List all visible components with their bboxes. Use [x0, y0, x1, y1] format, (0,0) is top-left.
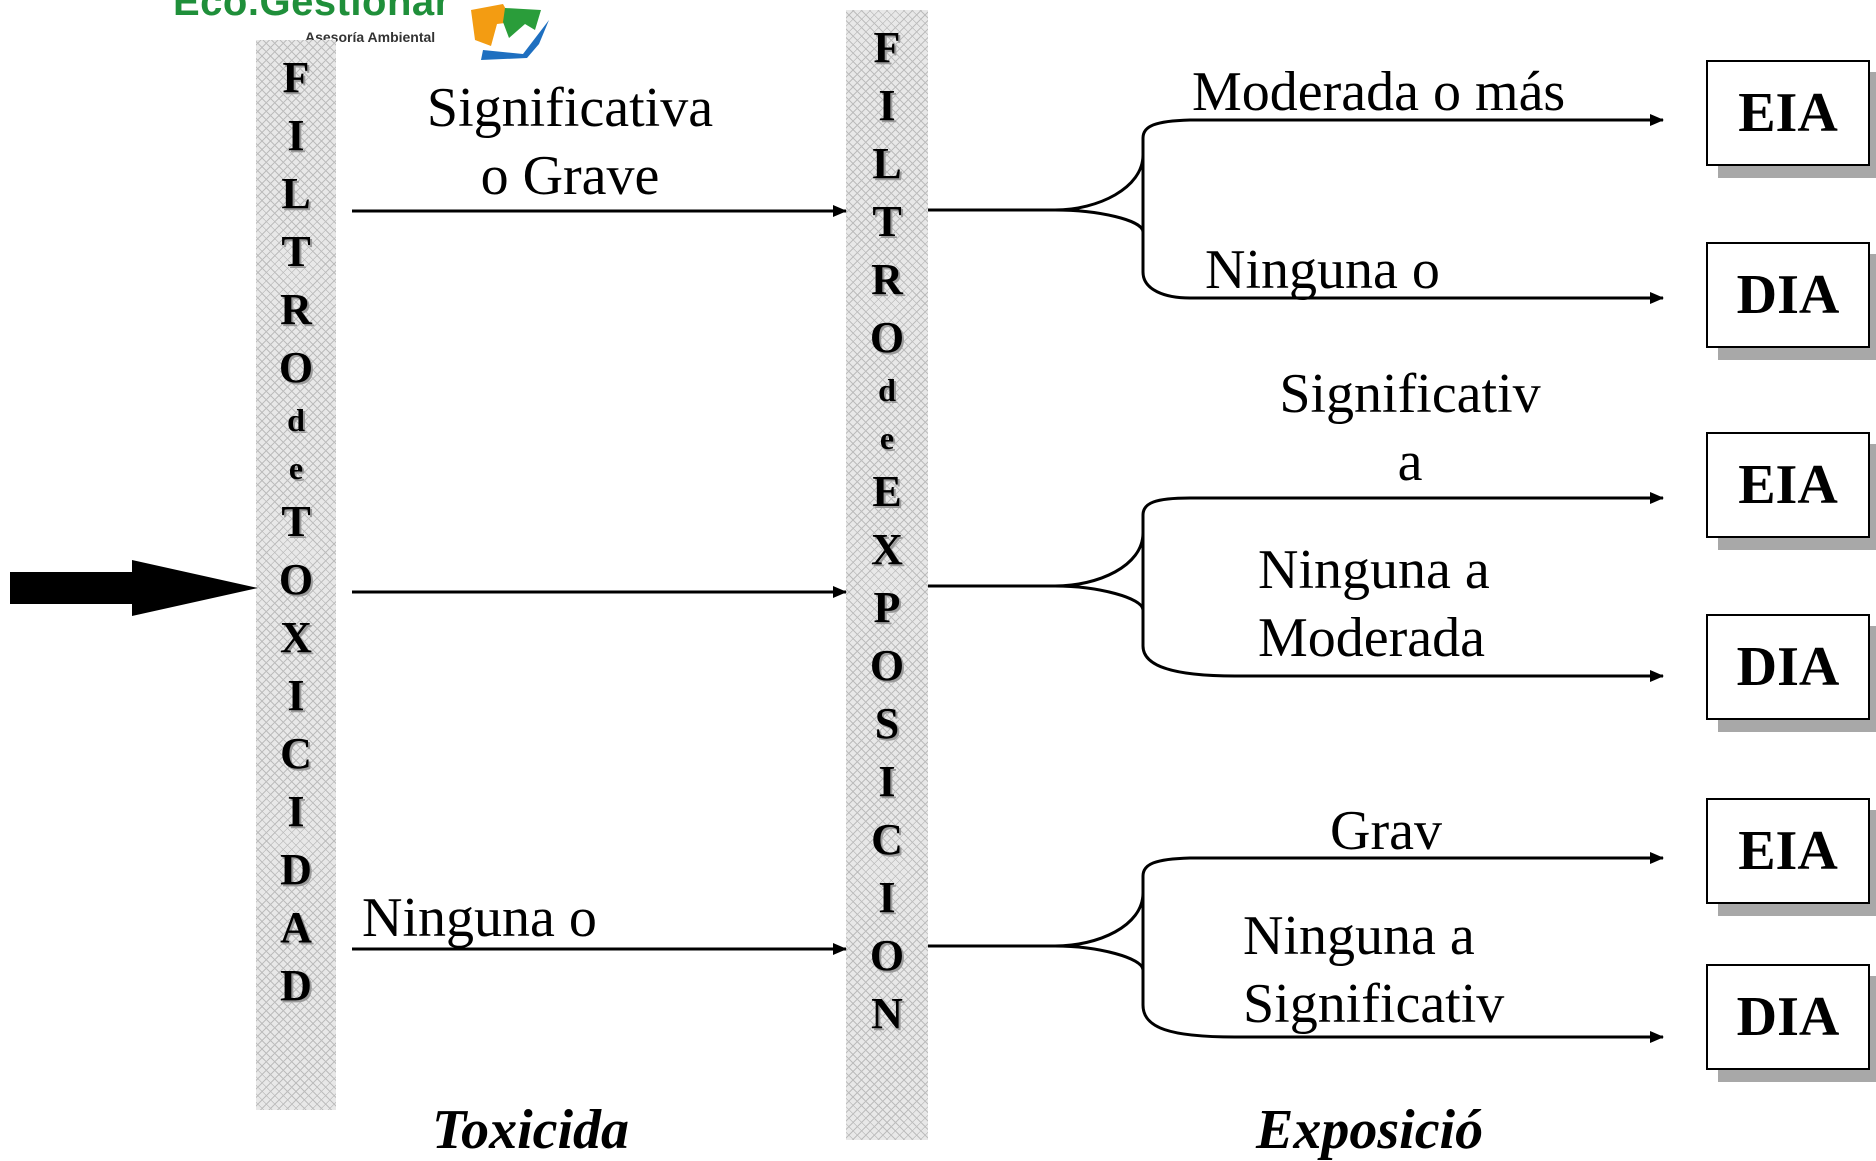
toxicity-filter-letter: T: [281, 227, 311, 276]
tox-bottom-label: Ninguna o: [362, 887, 597, 949]
exposure-filter-letter: O: [869, 313, 905, 362]
result-box-dia-2: DIA: [1706, 614, 1870, 720]
exposure-filter-letter: E: [872, 467, 902, 516]
exposure-filter-letter: d: [878, 372, 896, 408]
toxicity-filter-letter: T: [281, 497, 311, 546]
tox-top-label-line1: Significativa: [426, 77, 714, 139]
brace-group-1: [928, 118, 1663, 300]
toxicity-filter-letter: I: [287, 787, 305, 836]
exposure-filter-letter: O: [869, 641, 905, 690]
exp-group1-lower-label: Ninguna o: [1205, 239, 1440, 301]
exp-group3-lower-label: Ninguna a Significativ: [1243, 902, 1504, 1038]
exp-group3-lower-line1: Ninguna a: [1243, 905, 1475, 967]
input-arrow: [10, 560, 258, 616]
exposure-filter-letter: L: [872, 139, 902, 188]
exp-group1-upper-label: Moderada o más: [1192, 61, 1566, 123]
toxicity-axis-label: Toxicida: [432, 1099, 630, 1161]
toxicity-filter-letter: R: [280, 285, 312, 334]
exposure-filter-letter: I: [878, 81, 896, 130]
recycle-arrows-icon: [471, 4, 549, 60]
toxicity-filter-letter: C: [280, 729, 312, 778]
result-box-eia-1: EIA: [1706, 60, 1870, 166]
exp-group2-upper-label: Significativ a: [1240, 360, 1580, 496]
toxicity-filter-letter: D: [280, 845, 312, 894]
logo-name: Eco.Gestionar: [173, 0, 451, 24]
result-box-dia-1: DIA: [1706, 242, 1870, 348]
brace-group-3: [928, 856, 1663, 1039]
toxicity-filter-letter: X: [280, 613, 312, 662]
result-box-eia-3: EIA: [1706, 798, 1870, 904]
result-box-dia-3: DIA: [1706, 964, 1870, 1070]
exposure-filter-letter: O: [869, 931, 905, 980]
exposure-filter-letter: S: [874, 699, 900, 748]
exposure-filter-letter: N: [871, 989, 903, 1038]
toxicity-filter-letter: d: [287, 402, 305, 438]
exp-group3-lower-line2: Significativ: [1243, 973, 1505, 1035]
exposure-filter-letter: F: [873, 23, 901, 72]
exp-group2-lower-line1: Ninguna a: [1258, 539, 1490, 601]
exposure-filter-letter: R: [871, 255, 903, 304]
eco-gestionar-logo: Eco.Gestionar Asesoría Ambiental: [165, 0, 555, 62]
brace-group-2: [928, 496, 1663, 678]
exposure-filter-letter: I: [878, 757, 896, 806]
result-box-eia-2: EIA: [1706, 432, 1870, 538]
toxicity-filter-letter: L: [281, 169, 311, 218]
exposure-filter-letter: X: [871, 525, 903, 574]
exposure-filter-letter: e: [879, 420, 895, 456]
tox-top-label: Significativa o Grave: [400, 74, 740, 210]
exposure-filter-letter: C: [871, 815, 903, 864]
toxicity-filter-letter: I: [287, 111, 305, 160]
exposure-filter-letter: I: [878, 873, 896, 922]
toxicity-filter-letter: O: [278, 555, 314, 604]
toxicity-filter-letter: I: [287, 671, 305, 720]
exp-group3-upper-label: Grav: [1330, 800, 1442, 862]
exp-group2-upper-line2: a: [1397, 431, 1423, 493]
exp-group2-upper-line1: Significativ: [1279, 363, 1541, 425]
toxicity-filter-letter: F: [282, 53, 310, 102]
toxicity-filter-letter: D: [280, 961, 312, 1010]
toxicity-filter-letter: e: [288, 450, 304, 486]
exposure-filter-letter: T: [872, 197, 902, 246]
exp-group2-lower-label: Ninguna a Moderada: [1258, 536, 1490, 672]
exposure-axis-label: Exposició: [1256, 1099, 1484, 1161]
logo-subtitle: Asesoría Ambiental: [305, 29, 436, 45]
exp-group2-lower-line2: Moderada: [1258, 607, 1486, 669]
tox-top-label-line2: o Grave: [480, 145, 660, 207]
toxicity-filter-letter: O: [278, 343, 314, 392]
toxicity-filter-letter: A: [280, 903, 312, 952]
exposure-filter-letter: P: [873, 583, 901, 632]
